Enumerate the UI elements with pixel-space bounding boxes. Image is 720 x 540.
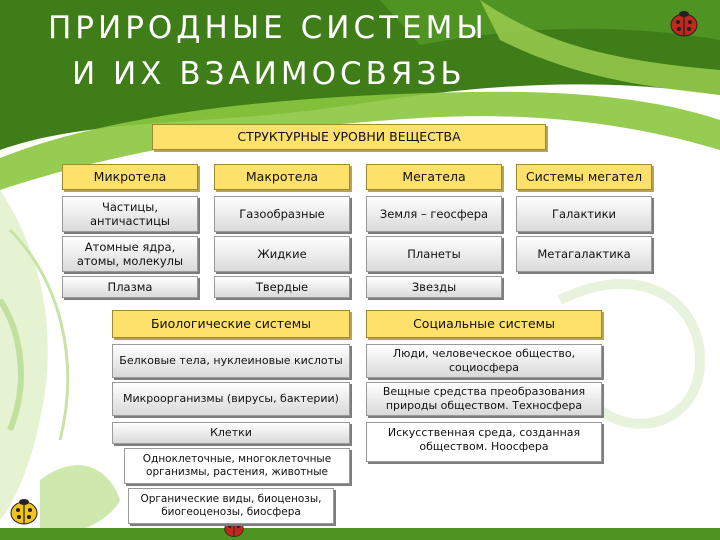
biological-item: Одноклеточные, многоклеточные организмы,… <box>124 448 350 484</box>
social-item: Искусственная среда, созданная обществом… <box>366 422 602 462</box>
biological-item: Органические виды, биоценозы, биогеоцено… <box>128 488 334 524</box>
mega-title: Мегатела <box>366 164 502 190</box>
biological-item: Белковые тела, нуклеиновые кислоты <box>112 344 350 378</box>
micro-item: Частицы, античастицы <box>62 196 198 232</box>
title-line-1: ПРИРОДНЫЕ СИСТЕМЫ <box>48 10 488 46</box>
system-item: Метагалактика <box>516 236 652 272</box>
ladybug-icon <box>10 499 38 525</box>
macro-title: Макротела <box>214 164 350 190</box>
system-title: Системы мегател <box>516 164 652 190</box>
macro-item: Жидкие <box>214 236 350 272</box>
social-item: Вещные средства преобразования природы о… <box>366 382 602 416</box>
mega-item: Земля – геосфера <box>366 196 502 232</box>
micro-item: Атомные ядра, атомы, молекулы <box>62 236 198 272</box>
title-line-2: И ИХ ВЗАИМОСВЯЗЬ <box>72 56 466 92</box>
mega-item: Звезды <box>366 276 502 298</box>
macro-item: Газообразные <box>214 196 350 232</box>
biological-item: Микроорганизмы (вирусы, бактерии) <box>112 382 350 416</box>
biological-title: Биологические системы <box>112 310 350 338</box>
biological-item: Клетки <box>112 422 350 444</box>
social-title: Социальные системы <box>366 310 602 338</box>
micro-item: Плазма <box>62 276 198 298</box>
mega-item: Планеты <box>366 236 502 272</box>
structural-header: СТРУКТУРНЫЕ УРОВНИ ВЕЩЕСТВА <box>152 124 546 150</box>
system-item: Галактики <box>516 196 652 232</box>
micro-title: Микротела <box>62 164 198 190</box>
macro-item: Твердые <box>214 276 350 298</box>
social-item: Люди, человеческое общество, социосфера <box>366 344 602 378</box>
ladybug-icon <box>670 11 698 37</box>
